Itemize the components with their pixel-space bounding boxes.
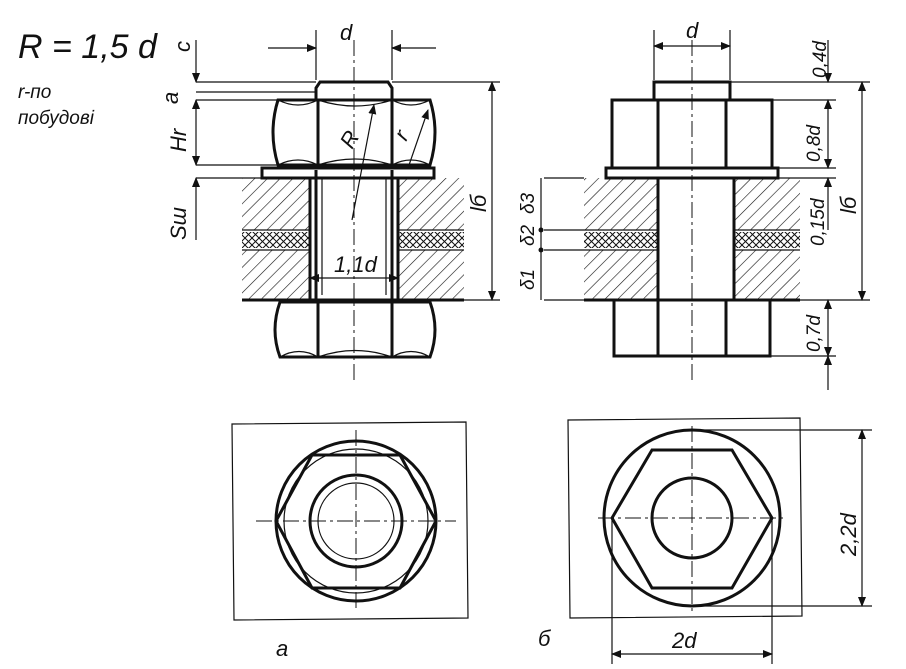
dim-d-right: d [686, 18, 699, 43]
gasket-right-b [734, 232, 800, 248]
dim-c: c [170, 41, 195, 52]
bolt-head-left [273, 300, 437, 359]
left-section-view [192, 30, 500, 380]
label-a: а [276, 636, 288, 661]
plate-outline-a [231, 421, 469, 621]
dim-lb-right: lб [836, 195, 861, 214]
gasket-right [398, 232, 464, 248]
plate-bottom-right [398, 250, 464, 300]
bolt-head-right [612, 298, 772, 358]
plate-top-right [398, 178, 464, 230]
note-line-2: побудові [18, 108, 95, 129]
plate-bottom-right-b [734, 250, 800, 300]
note-line-1: r-по [18, 82, 51, 103]
gasket-left [242, 232, 310, 248]
dim-a: a [158, 92, 183, 104]
plan-view-b [567, 417, 872, 664]
dim-0-7d: 0,7d [804, 314, 825, 352]
dim-2d: 2d [671, 628, 697, 653]
dim-hole: 1,1d [334, 252, 378, 277]
dim-lb-left: lб [466, 193, 491, 212]
plate-bottom-left-b [584, 250, 658, 300]
dim-0-4d: 0,4d [810, 40, 831, 78]
dim-delta3: δ3 [518, 192, 539, 214]
dim-d-left: d [340, 20, 353, 45]
label-b: б [538, 626, 552, 651]
gasket-left-b [584, 232, 658, 248]
plate-top-left [242, 178, 310, 230]
plate-top-right-b [734, 178, 800, 230]
plate-bottom-left [242, 250, 310, 300]
right-section-view [538, 30, 870, 390]
dim-2-2d: 2,2d [836, 512, 861, 557]
formula-text: R = 1,5 d [18, 28, 158, 66]
dim-0-8d: 0,8d [804, 124, 825, 162]
dim-0-15d: 0,15d [808, 197, 829, 246]
washer-left [260, 166, 436, 180]
dim-delta2: δ2 [518, 224, 539, 246]
plan-view-a [231, 421, 469, 621]
dim-sw: Sш [166, 207, 191, 240]
plate-top-left-b [584, 178, 658, 230]
dim-delta1: δ1 [518, 269, 539, 290]
dim-hr: Hr [166, 127, 191, 152]
dim-R: R [335, 126, 365, 152]
plate-outline-b [567, 417, 803, 619]
